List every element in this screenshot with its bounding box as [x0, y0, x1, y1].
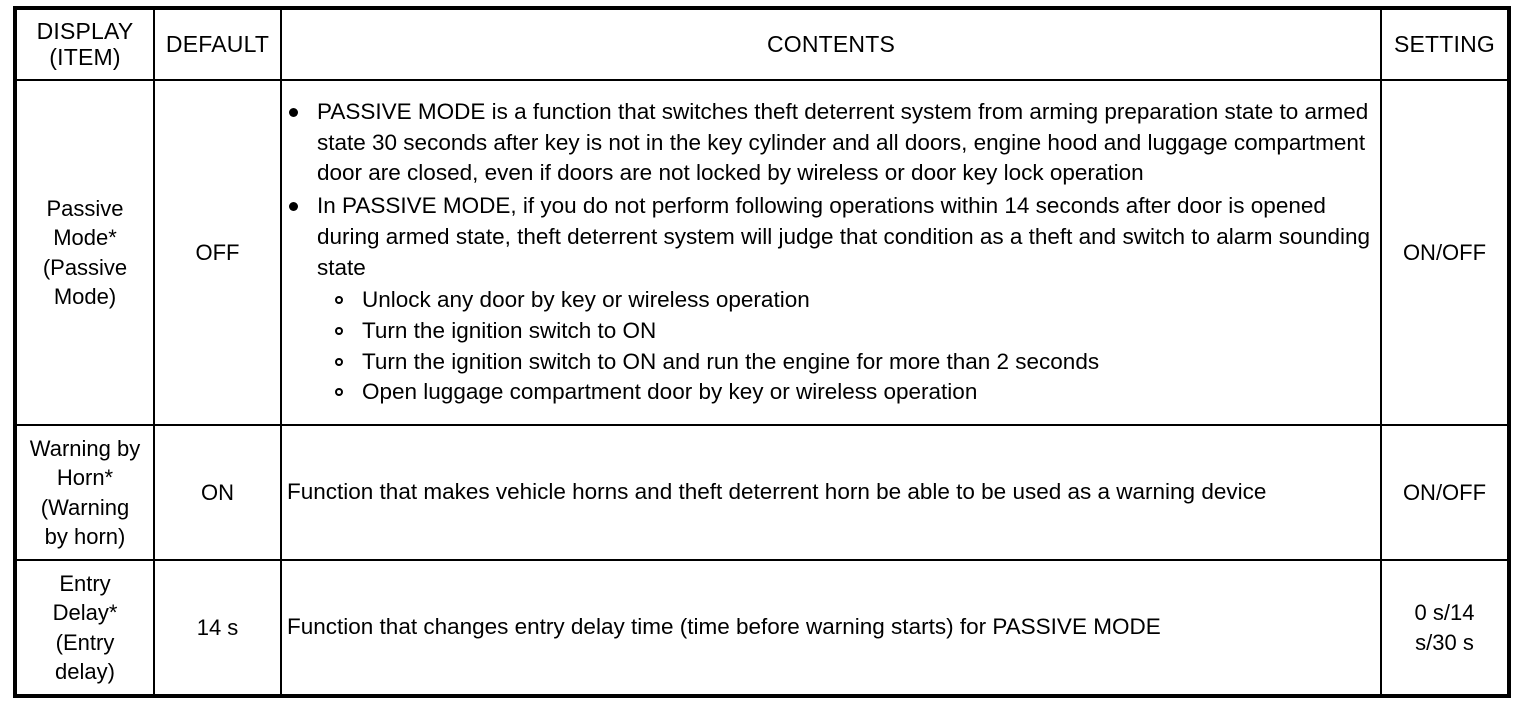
row-display-item: Passive Mode* (Passive Mode)	[14, 79, 155, 426]
row-default-value: 14 s	[153, 559, 282, 697]
contents-paragraph: Function that changes entry delay time (…	[287, 614, 1161, 640]
display-line: by horn)	[44, 523, 126, 549]
theft-deterrent-settings-table: DISPLAY (ITEM) DEFAULT CONTENTS SETTING …	[13, 6, 1511, 698]
list-item: Turn the ignition switch to ON	[334, 316, 1380, 347]
contents-paragraph: Function that makes vehicle horns and th…	[287, 479, 1267, 505]
display-line: (Passive	[42, 254, 128, 280]
column-header-display-line2: (ITEM)	[49, 43, 121, 70]
row-default-value: ON	[153, 424, 282, 561]
filled-bullet-icon	[289, 202, 298, 212]
bullet-text: In PASSIVE MODE, if you do not perform f…	[317, 193, 1371, 280]
table-row: Passive Mode* (Passive Mode) OFF PASSIVE…	[14, 79, 1510, 426]
display-line: Entry	[59, 571, 111, 597]
column-header-setting: SETTING	[1380, 7, 1510, 81]
setting-line: s/30 s	[1415, 629, 1474, 655]
setting-line: ON/OFF	[1402, 479, 1487, 505]
list-item: PASSIVE MODE is a function that switches…	[282, 97, 1380, 189]
contents-subbullet-list: Unlock any door by key or wireless opera…	[282, 285, 1380, 408]
bullet-text: PASSIVE MODE is a function that switches…	[317, 98, 1369, 186]
hollow-bullet-icon	[335, 357, 343, 366]
filled-bullet-icon	[289, 107, 298, 117]
hollow-bullet-icon	[335, 296, 343, 305]
table-body: Passive Mode* (Passive Mode) OFF PASSIVE…	[14, 79, 1510, 697]
column-header-default: DEFAULT	[153, 7, 282, 81]
hollow-bullet-icon	[335, 388, 343, 397]
table-row: Warning by Horn* (Warning by horn) ON Fu…	[14, 424, 1510, 561]
list-item: In PASSIVE MODE, if you do not perform f…	[282, 191, 1380, 283]
subbullet-text: Open luggage compartment door by key or …	[362, 379, 978, 405]
display-line: Mode)	[53, 283, 117, 309]
display-line: Warning by	[29, 436, 141, 462]
row-contents: Function that changes entry delay time (…	[280, 559, 1382, 697]
settings-table-container: DISPLAY (ITEM) DEFAULT CONTENTS SETTING …	[13, 6, 1511, 698]
table-header: DISPLAY (ITEM) DEFAULT CONTENTS SETTING	[14, 7, 1510, 81]
row-setting-value: ON/OFF	[1380, 424, 1510, 561]
contents-bullet-list: PASSIVE MODE is a function that switches…	[282, 97, 1380, 283]
subbullet-text: Unlock any door by key or wireless opera…	[362, 287, 810, 313]
row-contents: PASSIVE MODE is a function that switches…	[280, 79, 1382, 426]
column-header-contents: CONTENTS	[280, 7, 1382, 81]
setting-line: ON/OFF	[1402, 239, 1487, 265]
subbullet-text: Turn the ignition switch to ON and run t…	[362, 348, 1100, 374]
row-setting-value: ON/OFF	[1380, 79, 1510, 426]
row-contents: Function that makes vehicle horns and th…	[280, 424, 1382, 561]
column-header-display: DISPLAY (ITEM)	[14, 7, 155, 81]
table-row: Entry Delay* (Entry delay) 14 s Function…	[14, 559, 1510, 697]
display-line: (Entry	[55, 629, 115, 655]
table-header-row: DISPLAY (ITEM) DEFAULT CONTENTS SETTING	[14, 7, 1510, 81]
display-line: Delay*	[52, 600, 118, 626]
display-line: Passive	[46, 196, 124, 222]
display-line: Horn*	[56, 465, 114, 491]
list-item: Open luggage compartment door by key or …	[334, 377, 1380, 408]
row-setting-value: 0 s/14 s/30 s	[1380, 559, 1510, 697]
list-item: Unlock any door by key or wireless opera…	[334, 285, 1380, 316]
subbullet-text: Turn the ignition switch to ON	[362, 317, 657, 343]
display-line: delay)	[55, 658, 115, 684]
display-line: Mode*	[53, 225, 117, 251]
row-default-value: OFF	[153, 79, 282, 426]
column-header-display-line1: DISPLAY	[36, 17, 134, 44]
list-item: Turn the ignition switch to ON and run t…	[334, 347, 1380, 378]
display-line: (Warning	[40, 494, 130, 520]
row-display-item: Entry Delay* (Entry delay)	[14, 559, 155, 697]
hollow-bullet-icon	[335, 326, 343, 335]
row-display-item: Warning by Horn* (Warning by horn)	[14, 424, 155, 561]
setting-line: 0 s/14	[1414, 600, 1475, 626]
